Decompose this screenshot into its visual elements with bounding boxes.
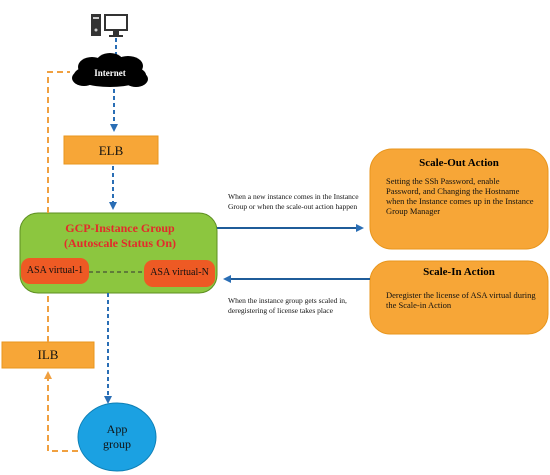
scale-in-box bbox=[369, 260, 549, 335]
scale-in-title: Scale-In Action bbox=[423, 266, 495, 278]
scale-out-trigger-label: When a new instance comes in the Instanc… bbox=[228, 192, 359, 211]
asa-last-box bbox=[144, 260, 215, 287]
scale-out-title: Scale-Out Action bbox=[419, 157, 499, 169]
ilb-label: ILB bbox=[37, 347, 59, 362]
computer-icon bbox=[91, 14, 128, 37]
elb-label: ELB bbox=[98, 143, 124, 158]
instance-group-subtitle: (Autoscale Status On) bbox=[63, 236, 176, 250]
cloud-icon bbox=[72, 53, 148, 87]
scale-out-body: Setting the SSh Password, enable Passwor… bbox=[386, 176, 534, 216]
app-group-circle bbox=[77, 402, 157, 472]
edge-group-internet bbox=[47, 71, 70, 213]
scale-in-trigger-label: When the instance group gets scaled in, … bbox=[228, 296, 347, 315]
asa-first-box bbox=[21, 258, 89, 284]
edge-app-ilb bbox=[44, 371, 78, 452]
scale-out-box bbox=[369, 148, 549, 250]
internet-label: Internet bbox=[94, 68, 126, 78]
app-group-label-line2: group bbox=[103, 437, 131, 451]
instance-group-title: GCP-Instance Group bbox=[65, 221, 175, 235]
app-group-label-line1: App bbox=[106, 422, 128, 436]
scale-in-body: Deregister the license of ASA virtual du… bbox=[386, 290, 536, 310]
asa-first-label: ASA virtual-1 bbox=[26, 265, 84, 276]
asa-last-label: ASA virtual-N bbox=[150, 267, 209, 278]
elb-box bbox=[63, 135, 159, 165]
